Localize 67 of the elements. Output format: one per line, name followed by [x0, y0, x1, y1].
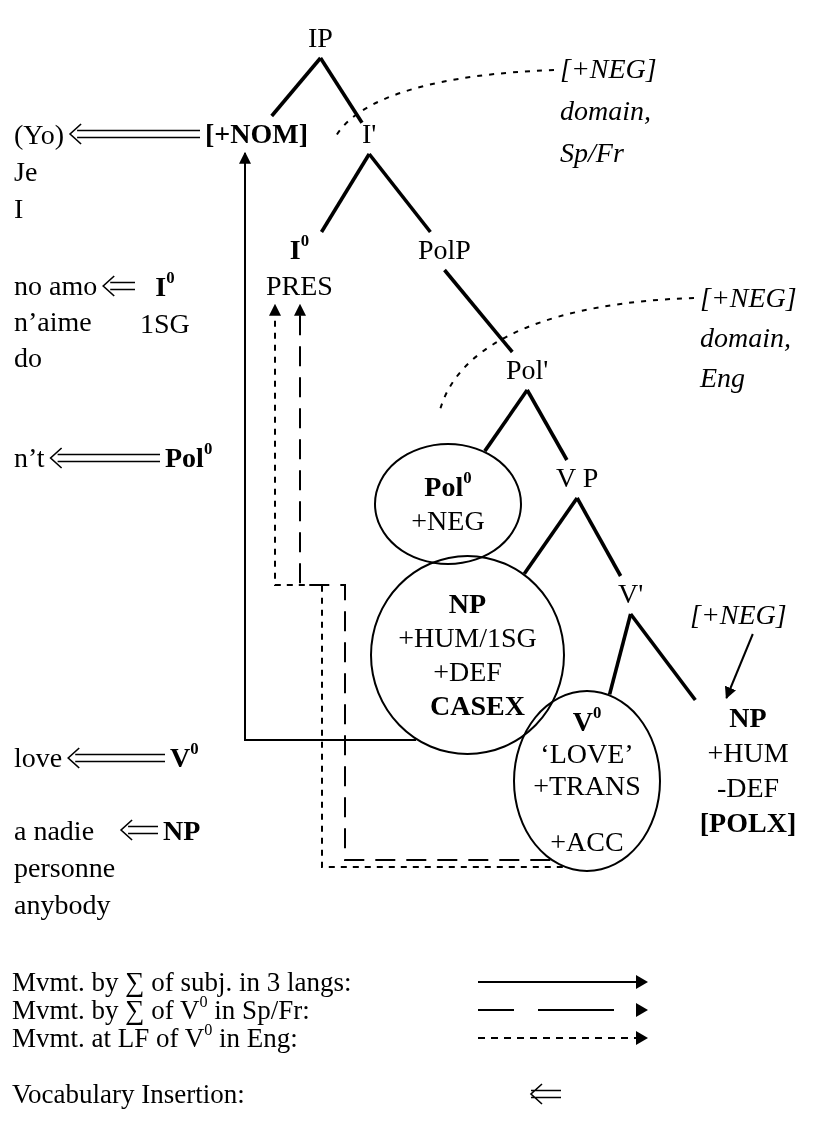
word-text: love — [14, 741, 63, 775]
syntax-label: I' — [362, 117, 377, 151]
syntax-label: NP — [729, 701, 767, 735]
word-text: n’t — [14, 441, 45, 475]
word-text: n’aime — [14, 305, 92, 339]
insertion-arrow — [102, 275, 136, 297]
tree-branch — [629, 612, 697, 702]
tree-branch — [443, 268, 514, 354]
tree-branch — [319, 153, 371, 233]
category-label: Pol$^{0}$ — [165, 440, 213, 475]
legend-text: Mvmt. by ∑ of V$^{0}$ in Sp/Fr: — [12, 996, 310, 1024]
feature-label: ‘LOVE’ — [540, 738, 634, 770]
word-text: do — [14, 341, 42, 375]
syntax-label: I$^{0}$ — [289, 232, 310, 267]
word-text: Je — [14, 155, 38, 189]
domain-boundary-line — [335, 69, 555, 137]
insertion-arrow — [68, 123, 201, 145]
ellipse-outline — [374, 443, 522, 565]
tree-branch — [367, 152, 432, 234]
word-text: no amo — [14, 269, 98, 303]
word-text: anybody — [14, 888, 111, 922]
word-text: (Yo) — [14, 118, 65, 152]
syntax-label: Pol' — [506, 353, 549, 387]
syntax-label: Pol$^{0}$ — [424, 470, 472, 504]
feature-label: +DEF — [433, 655, 502, 689]
syntax-label: V$^{0}$ — [572, 706, 602, 738]
feature-label: CASEX — [430, 689, 525, 723]
legend-text: Vocabulary Insertion: — [12, 1080, 246, 1108]
syntax-label: V P — [556, 461, 599, 495]
word-text: personne — [14, 851, 116, 885]
syntax-label: [+NOM] — [205, 117, 309, 151]
tree-branch — [483, 388, 529, 453]
word-text: a nadie — [14, 814, 95, 848]
arrow — [724, 633, 754, 700]
insertion-arrow — [119, 819, 159, 841]
category-label: I$^{0}$ — [155, 268, 175, 304]
domain-note: [+NEG] domain, Sp/Fr — [560, 52, 658, 170]
feature-label: +NEG — [411, 504, 485, 538]
tree-branch — [525, 389, 569, 461]
insertion-arrow — [49, 447, 161, 469]
feature-label: 1SG — [140, 307, 190, 341]
legend-text: Mvmt. at LF of V$^{0}$ in Eng: — [12, 1024, 298, 1052]
syntax-label: PolP — [418, 233, 471, 267]
feature-label: +ACC — [550, 826, 624, 858]
feature-label: +TRANS — [533, 770, 641, 802]
tree-branch — [607, 613, 633, 695]
syntax-label: NP — [448, 587, 487, 621]
tree-branch — [575, 497, 623, 577]
domain-note: [+NEG] — [690, 598, 787, 632]
feature-label: -DEF — [716, 771, 780, 805]
tree-branch — [270, 56, 322, 118]
legend-text: Mvmt. by ∑ of subj. in 3 langs: — [12, 968, 353, 996]
word-text: I — [14, 192, 24, 226]
category-label: NP — [163, 814, 201, 848]
movement-arrow — [239, 151, 418, 741]
category-label: V$^{0}$ — [170, 740, 199, 775]
feature-label: +HUM — [707, 736, 789, 770]
feature-label: +HUM/1SG — [398, 621, 537, 655]
tree-branch — [319, 57, 364, 124]
insertion-arrow — [67, 747, 166, 769]
domain-note: [+NEG] domain, Eng — [700, 281, 798, 395]
domain-boundary-line — [439, 297, 695, 411]
syntax-label: V' — [618, 577, 644, 611]
feature-label: [POLX] — [699, 806, 797, 840]
feature-label: PRES — [266, 269, 333, 303]
tree-branch — [522, 496, 579, 575]
syntax-label: IP — [308, 21, 333, 55]
